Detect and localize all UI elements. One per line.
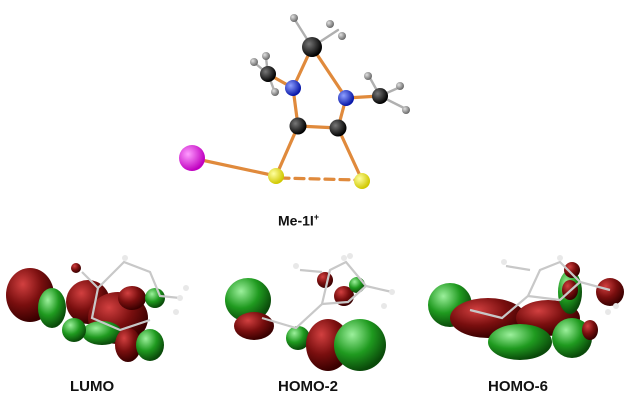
iodine-atom — [179, 145, 205, 171]
hydrogen-atoms — [250, 14, 410, 114]
orbital-homo-2 — [225, 253, 395, 371]
orbital-lumo — [6, 255, 189, 362]
bonds — [190, 45, 382, 182]
sulfur-right — [354, 173, 370, 189]
molecule-structure — [179, 14, 410, 189]
bridge-carbon — [302, 37, 322, 57]
nitrogen-right — [338, 90, 354, 106]
molecule-charge: + — [313, 212, 320, 222]
methyl-carbon-right — [372, 88, 388, 104]
label-lumo: LUMO — [70, 378, 115, 395]
ring-carbon-right — [329, 119, 347, 137]
label-homo-6: HOMO-6 — [488, 378, 548, 395]
sulfur-left — [268, 168, 284, 184]
methyl-carbon-left — [260, 66, 276, 82]
orbital-homo-6 — [428, 255, 624, 360]
molecule-name: Me-1I+ — [278, 212, 319, 229]
nitrogen-left — [285, 80, 301, 96]
label-homo-2: HOMO-2 — [278, 378, 338, 395]
ring-carbon-left — [289, 117, 307, 135]
molecule-name-text: Me-1I — [278, 212, 314, 229]
